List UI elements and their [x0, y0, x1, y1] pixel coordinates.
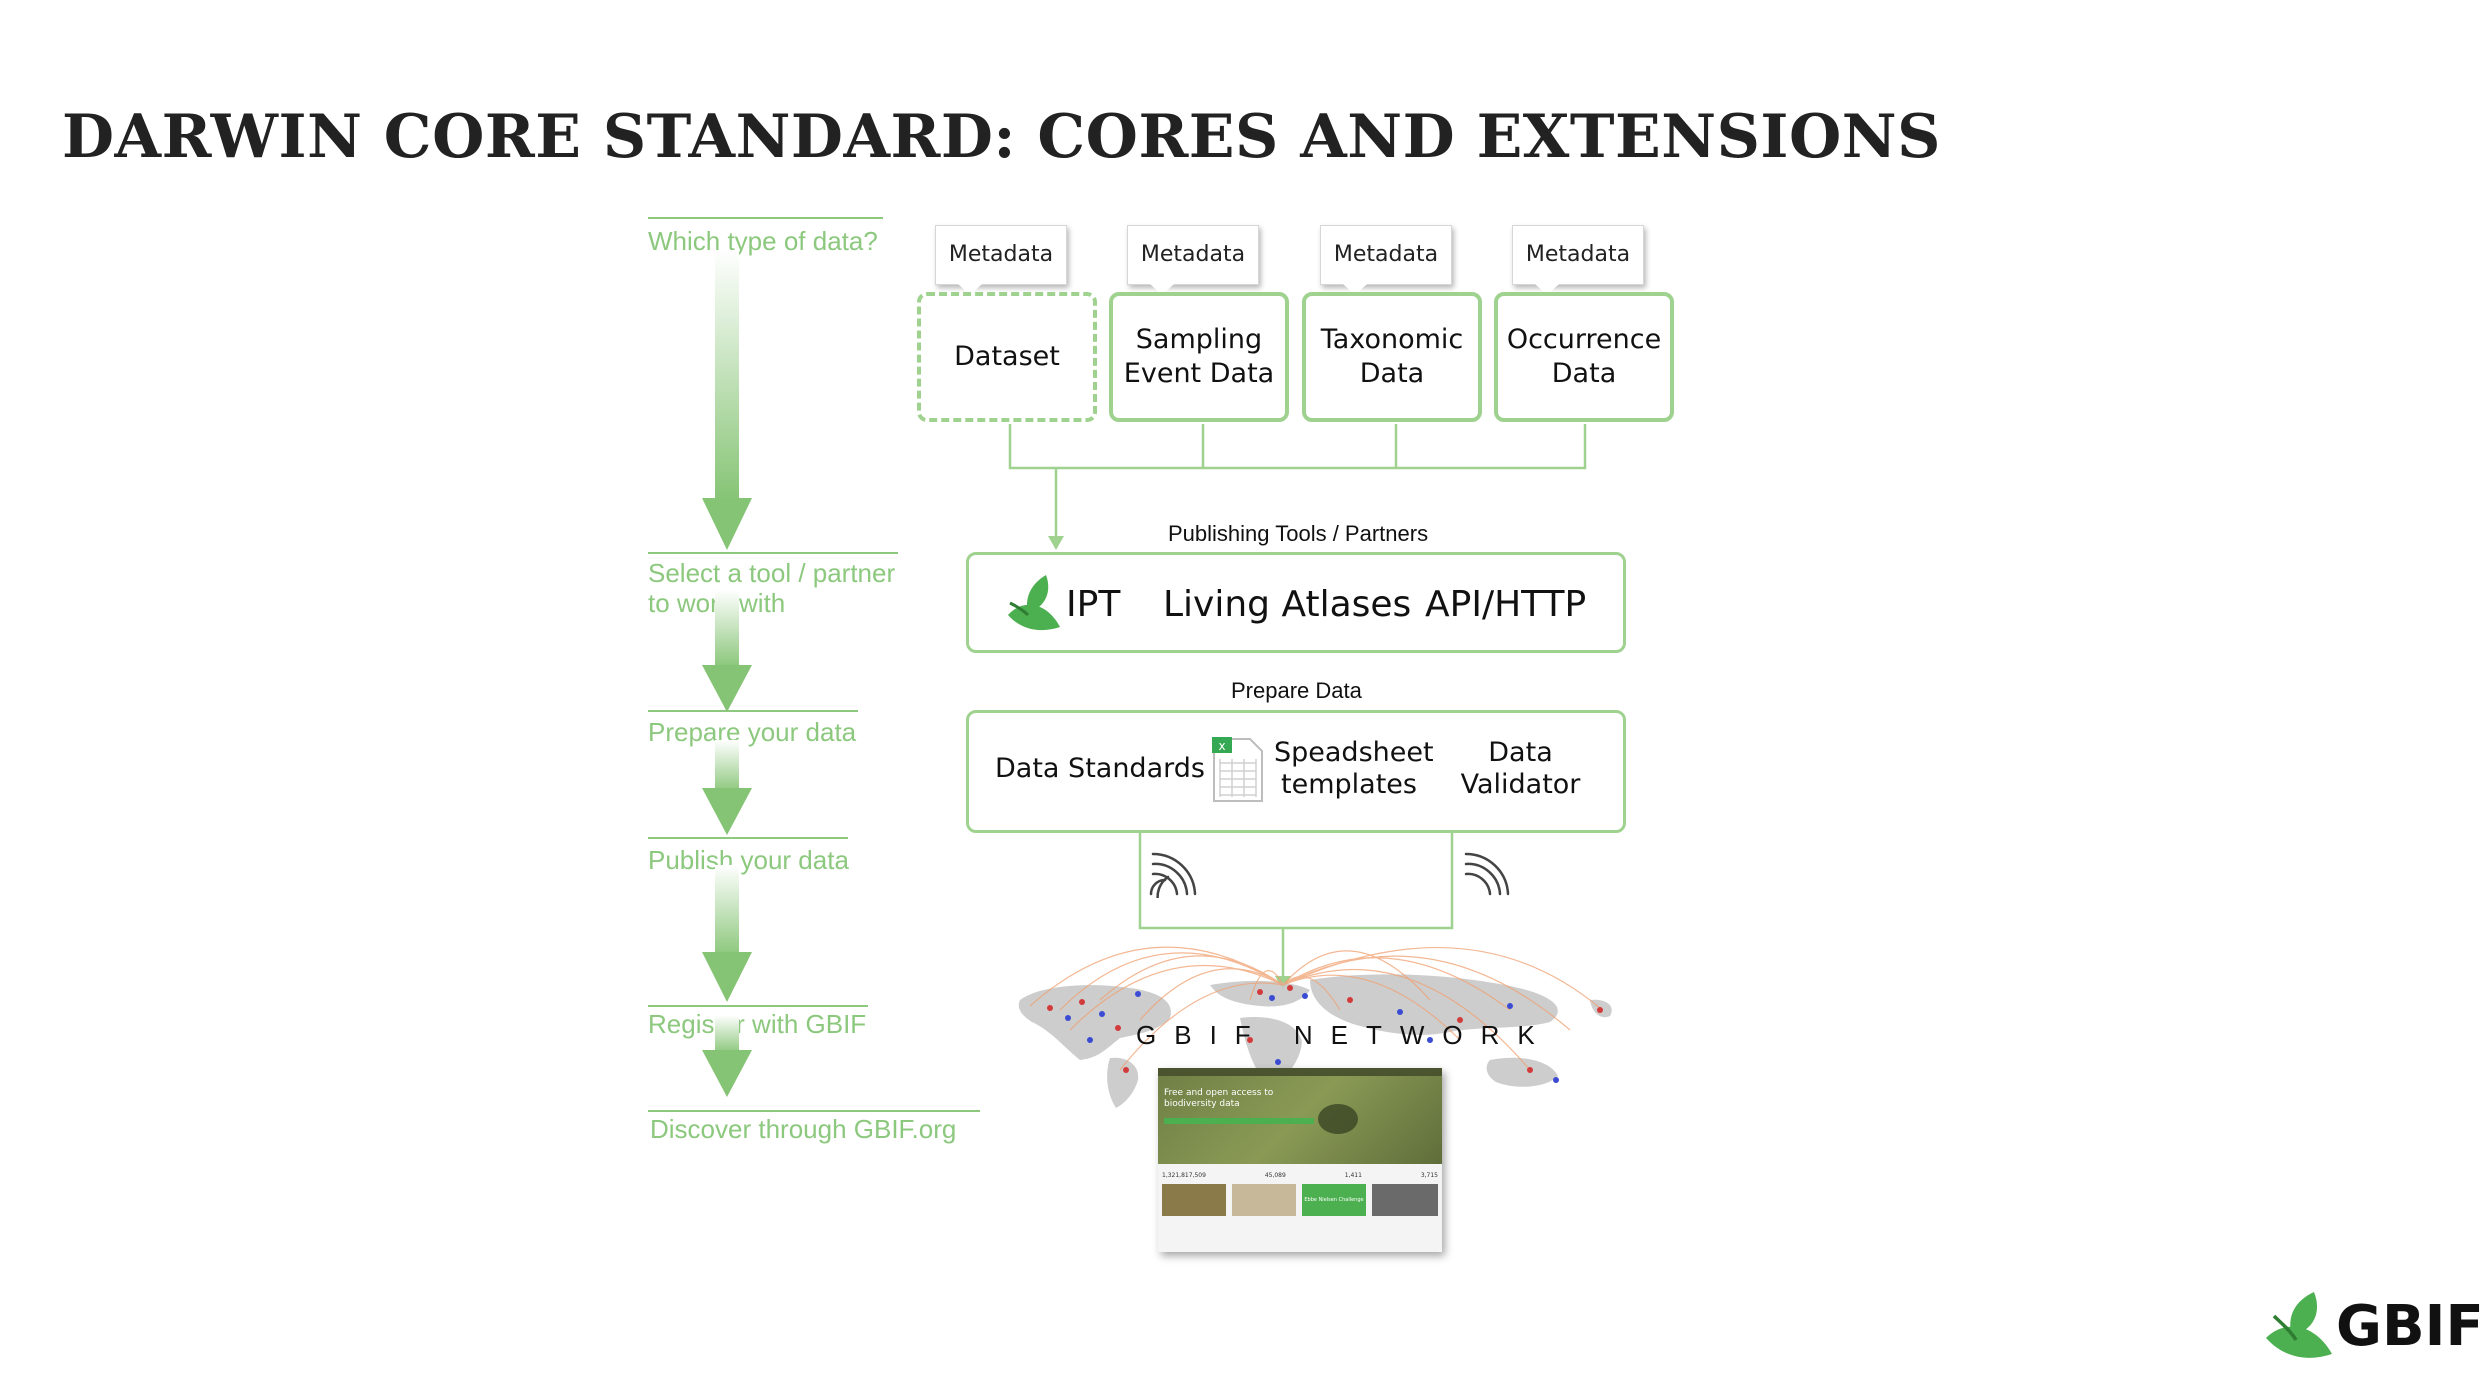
portal-headline-2: biodiversity data: [1164, 1099, 1240, 1109]
validator-label-2: Validator: [1460, 769, 1581, 800]
step-divider: [648, 1005, 868, 1007]
metadata-callout-occurrence: Metadata: [1512, 225, 1644, 295]
step-publish: Publish your data: [648, 845, 849, 875]
gbif-portal-thumbnail: Free and open access to biodiversity dat…: [1158, 1068, 1442, 1252]
data-validator-label: Data Validator: [1458, 737, 1583, 801]
arrow-down-icon: [702, 740, 752, 835]
gbif-leaf-icon: [2266, 1292, 2332, 1358]
spreadsheet-label-2: templates: [1281, 769, 1417, 800]
signal-icon: [1464, 852, 1510, 896]
arrow-down-icon: [702, 250, 752, 550]
portal-stat: 45,089: [1264, 1172, 1286, 1179]
portal-hero: Free and open access to biodiversity dat…: [1158, 1068, 1442, 1164]
step-divider: [648, 710, 858, 712]
portal-search-bar: [1164, 1118, 1314, 1124]
living-atlases-label: Living Atlases: [1163, 584, 1412, 625]
portal-card-challenge: Ebbe Nielsen Challenge: [1302, 1184, 1366, 1216]
portal-headline: Free and open access to biodiversity dat…: [1164, 1088, 1273, 1110]
sampling-label-2: Event Data: [1123, 358, 1275, 389]
portal-headline-1: Free and open access to: [1164, 1088, 1274, 1098]
page-title: DARWIN CORE STANDARD: CORES AND EXTENSIO…: [62, 102, 1941, 172]
step-discover: Discover through GBIF.org: [650, 1114, 957, 1144]
portal-stat: 1,321,817,509: [1162, 1172, 1206, 1179]
arrow-down-icon: [702, 865, 752, 1002]
metadata-callout-sampling: Metadata: [1127, 225, 1259, 295]
metadata-label: Metadata: [1333, 242, 1439, 267]
prepare-caption: Prepare Data: [1231, 678, 1362, 703]
portal-card-image: [1372, 1184, 1438, 1216]
step-register: Register with GBIF: [648, 1009, 867, 1039]
metadata-callout-taxonomic: Metadata: [1320, 225, 1452, 295]
metadata-label: Metadata: [1140, 242, 1246, 267]
arrow-down-icon: [702, 590, 752, 712]
ipt-label: IPT: [1066, 584, 1121, 625]
step-divider: [648, 837, 848, 839]
metadata-callout-dataset: Metadata: [935, 225, 1067, 295]
svg-text:x: x: [1218, 739, 1225, 753]
api-http-label: API/HTTP: [1425, 584, 1587, 625]
publishing-tools-panel: [966, 552, 1626, 653]
spreadsheet-label-1: Speadsheet: [1274, 737, 1434, 768]
occurrence-label-1: Occurrence: [1506, 324, 1662, 355]
signal-icon: [1149, 852, 1197, 898]
publishing-caption: Publishing Tools / Partners: [1168, 521, 1429, 546]
step-divider: [648, 552, 898, 554]
portal-card-image: [1232, 1184, 1296, 1216]
arrow-head-icon: [1048, 536, 1064, 550]
taxonomic-label-1: Taxonomic: [1320, 324, 1464, 355]
world-network-map: [1018, 946, 1612, 1108]
gbif-logo-text: GBIF: [2336, 1294, 2480, 1359]
arrow-down-icon: [702, 1015, 752, 1097]
data-standards-label: Data Standards: [995, 753, 1205, 784]
validator-label-1: Data: [1488, 737, 1553, 768]
portal-navbar: [1158, 1068, 1442, 1076]
dataset-box: Dataset: [917, 292, 1097, 422]
dataset-label: Dataset: [954, 341, 1060, 372]
gbif-network-label: GBIF NETWORK: [1136, 1020, 1553, 1050]
workflow-arrows: [702, 250, 752, 1097]
prepare-data-panel: [966, 710, 1626, 833]
step-prepare: Prepare your data: [648, 717, 857, 747]
metadata-label: Metadata: [948, 242, 1054, 267]
portal-stats: 1,321,817,509 45,089 1,411 3,715: [1162, 1172, 1438, 1179]
spreadsheet-label: Speadsheet templates: [1274, 737, 1434, 801]
step-select-tool: Select a tool / partner: [648, 558, 896, 588]
taxonomic-label-2: Data: [1359, 358, 1425, 389]
metadata-label: Metadata: [1525, 242, 1631, 267]
spreadsheet-icon: x: [1212, 737, 1263, 802]
sampling-label-1: Sampling: [1135, 324, 1263, 355]
step-which-type: Which type of data?: [648, 226, 878, 256]
portal-stat: 1,411: [1344, 1172, 1362, 1179]
portal-stat: 3,715: [1420, 1172, 1438, 1179]
portal-insect-image: [1318, 1104, 1358, 1134]
portal-card-image: [1162, 1184, 1226, 1216]
occurrence-label-2: Data: [1551, 358, 1617, 389]
step-divider: [648, 217, 883, 219]
ipt-leaf-icon: [1008, 575, 1060, 631]
step-divider: [648, 1110, 980, 1112]
